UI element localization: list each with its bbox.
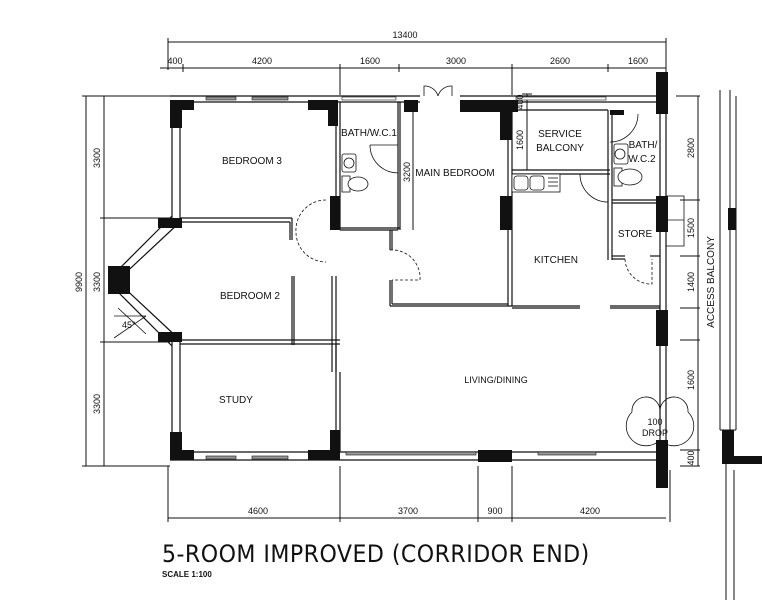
dim-top-5: 1600 xyxy=(628,56,648,66)
dim-left-0: 3300 xyxy=(92,148,102,168)
room-label-study: STUDY xyxy=(219,395,253,406)
dim-main-bed-side: 3200 xyxy=(402,162,412,182)
dim-left-1: 3300 xyxy=(92,272,102,292)
plan-title: 5-ROOM IMPROVED (CORRIDOR END) xyxy=(162,540,590,568)
dim-bottom-2: 900 xyxy=(487,506,502,516)
room-label-bedroom2: BEDROOM 2 xyxy=(220,291,280,302)
dim-bottom-1: 3700 xyxy=(398,506,418,516)
dim-right-1: 1500 xyxy=(686,218,696,238)
label-drop-1: 100 xyxy=(647,417,662,427)
dim-right-4: 400 xyxy=(686,450,696,465)
dim-top-total: 13400 xyxy=(392,30,417,40)
dim-right-0: 2800 xyxy=(686,138,696,158)
room-label-access-balcony: ACCESS BALCONY xyxy=(706,236,717,328)
dim-bottom-0: 4600 xyxy=(248,506,268,516)
dim-left-2: 3300 xyxy=(92,394,102,414)
dim-top-2: 1600 xyxy=(360,56,380,66)
room-label-kitchen: KITCHEN xyxy=(534,255,578,266)
dim-top-1: 4200 xyxy=(252,56,272,66)
dim-top-0: 400 xyxy=(167,56,182,66)
dim-top-3: 3000 xyxy=(446,56,466,66)
columns xyxy=(108,72,668,488)
room-label-main-bedroom: MAIN BEDROOM xyxy=(415,168,494,179)
access-balcony-rails xyxy=(719,90,737,431)
dim-right-2: 1400 xyxy=(686,272,696,292)
door-swings-solid xyxy=(369,113,695,447)
plan-scale: SCALE 1:100 xyxy=(162,570,212,579)
room-label-bath1: BATH/W.C.1 xyxy=(341,128,397,139)
door-swings xyxy=(295,199,653,285)
dim-left-total: 9900 xyxy=(74,272,84,292)
room-label-bath2-2: W.C.2 xyxy=(628,154,656,165)
dim-right-3: 1600 xyxy=(686,370,696,390)
room-label-bedroom3: BEDROOM 3 xyxy=(222,156,282,167)
windows xyxy=(205,96,607,460)
dim-top-4: 2600 xyxy=(550,56,570,66)
angle-label: 45° xyxy=(122,320,136,330)
dim-bottom-3: 4200 xyxy=(580,506,600,516)
walls xyxy=(111,95,667,461)
fixtures xyxy=(341,143,685,247)
dim-service-side: 1600 xyxy=(515,130,525,150)
dim-service-top: 400 xyxy=(515,94,525,109)
angle-marker xyxy=(113,307,147,339)
room-label-bath2-1: BATH/ xyxy=(629,140,658,151)
main-bedroom-door xyxy=(423,85,453,97)
room-label-service-1: SERVICE xyxy=(538,129,582,140)
room-label-living: LIVING/DINING xyxy=(464,375,528,385)
room-label-service-2: BALCONY xyxy=(536,143,584,154)
label-drop-2: DROP xyxy=(642,428,668,438)
room-label-store: STORE xyxy=(618,229,653,240)
